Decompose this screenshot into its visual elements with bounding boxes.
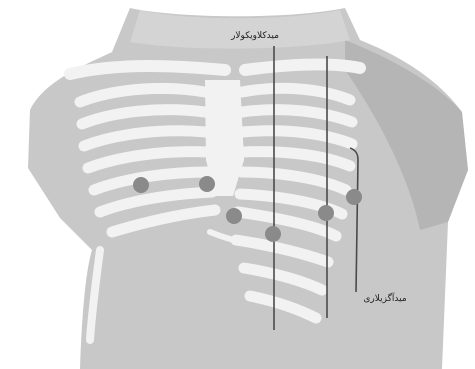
midaxillary-label: میدآگزیلاری	[356, 294, 414, 304]
electrode-v2	[199, 176, 215, 192]
right-clavicle	[245, 64, 360, 70]
neck-area	[130, 10, 350, 49]
electrode-v4	[265, 226, 281, 242]
electrode-v6	[346, 189, 362, 205]
midclavicular-label: میدکلاویکولار	[226, 31, 284, 41]
electrode-v5	[318, 205, 334, 221]
electrode-v3	[226, 208, 242, 224]
electrode-v1	[133, 177, 149, 193]
